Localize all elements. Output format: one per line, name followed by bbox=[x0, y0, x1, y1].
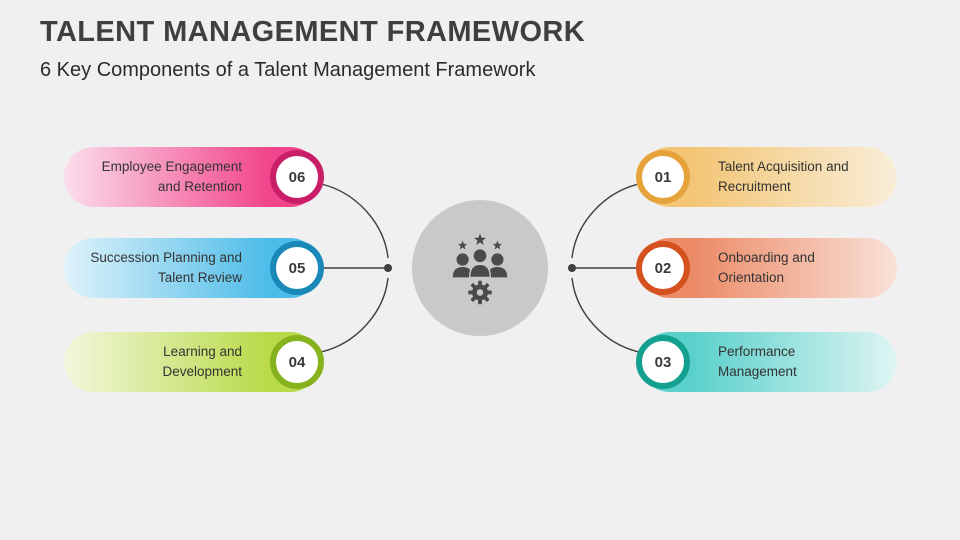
item-label: Performance Management bbox=[718, 344, 797, 379]
item-label: Succession Planning and Talent Review bbox=[90, 250, 242, 285]
connector-item-03 bbox=[571, 277, 640, 353]
item-label: Employee Engagement and Retention bbox=[101, 159, 242, 194]
item-employee-engagement: Employee Engagement and Retention 06 bbox=[64, 147, 324, 207]
connector-item-01 bbox=[571, 183, 640, 259]
item-label: Onboarding and Orientation bbox=[718, 250, 815, 285]
connector-item-06 bbox=[320, 183, 389, 259]
item-label: Learning and Development bbox=[162, 344, 242, 379]
item-number-badge: 04 bbox=[270, 335, 324, 389]
item-number-badge: 01 bbox=[636, 150, 690, 204]
item-label: Talent Acquisition and Recruitment bbox=[718, 159, 849, 194]
item-number-badge: 02 bbox=[636, 241, 690, 295]
left-connector-dot bbox=[384, 264, 392, 272]
item-talent-acquisition: 01 Talent Acquisition and Recruitment bbox=[636, 147, 897, 207]
item-learning-development: Learning and Development 04 bbox=[64, 332, 324, 392]
item-number-badge: 05 bbox=[270, 241, 324, 295]
page-subtitle: 6 Key Components of a Talent Management … bbox=[40, 59, 536, 81]
connector-item-04 bbox=[320, 277, 389, 353]
item-performance-management: 03 Performance Management bbox=[636, 332, 897, 392]
item-onboarding-orientation: 02 Onboarding and Orientation bbox=[636, 238, 897, 298]
center-hub bbox=[412, 200, 548, 336]
right-connector-dot bbox=[568, 264, 576, 272]
team-stars-gear-icon bbox=[452, 233, 508, 305]
page-title: TALENT MANAGEMENT FRAMEWORK bbox=[40, 16, 586, 48]
item-succession-planning: Succession Planning and Talent Review 05 bbox=[64, 238, 324, 298]
item-number-badge: 06 bbox=[270, 150, 324, 204]
item-number-badge: 03 bbox=[636, 335, 690, 389]
